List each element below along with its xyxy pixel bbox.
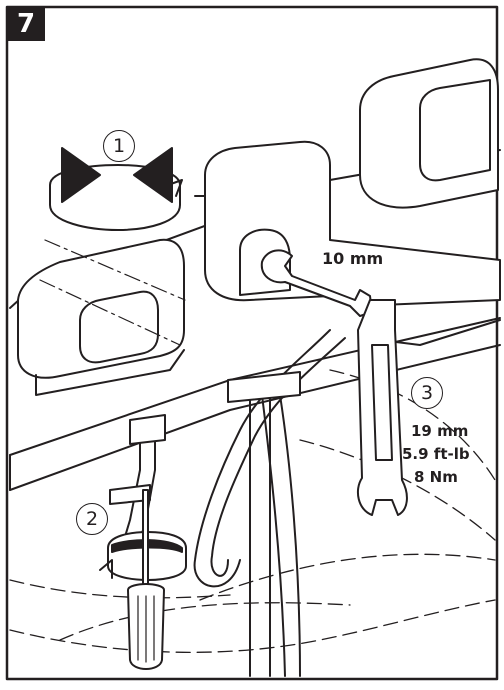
callout-1: 1 xyxy=(103,130,135,162)
open-end-wrench-icon xyxy=(356,299,408,516)
callout-2: 2 xyxy=(76,503,108,535)
push-arrows-icon xyxy=(61,147,173,203)
wrench-icon xyxy=(260,249,373,317)
axis-lines xyxy=(39,239,186,346)
panel-frame xyxy=(5,5,499,681)
left-handle xyxy=(17,238,185,396)
supply-hoses xyxy=(109,329,346,677)
callout-3: 3 xyxy=(411,377,443,409)
right-handle xyxy=(359,58,499,209)
step-number-badge: 7 xyxy=(7,7,45,41)
wrench-size-10mm: 10 mm xyxy=(322,249,384,268)
torque-nm: 8 Nm xyxy=(414,468,458,486)
clamp-ring xyxy=(99,531,187,581)
screwdriver-icon xyxy=(127,489,165,670)
wrench-size-19mm: 19 mm xyxy=(411,422,469,440)
torque-ftlb: 5.9 ft-lb xyxy=(402,445,470,463)
